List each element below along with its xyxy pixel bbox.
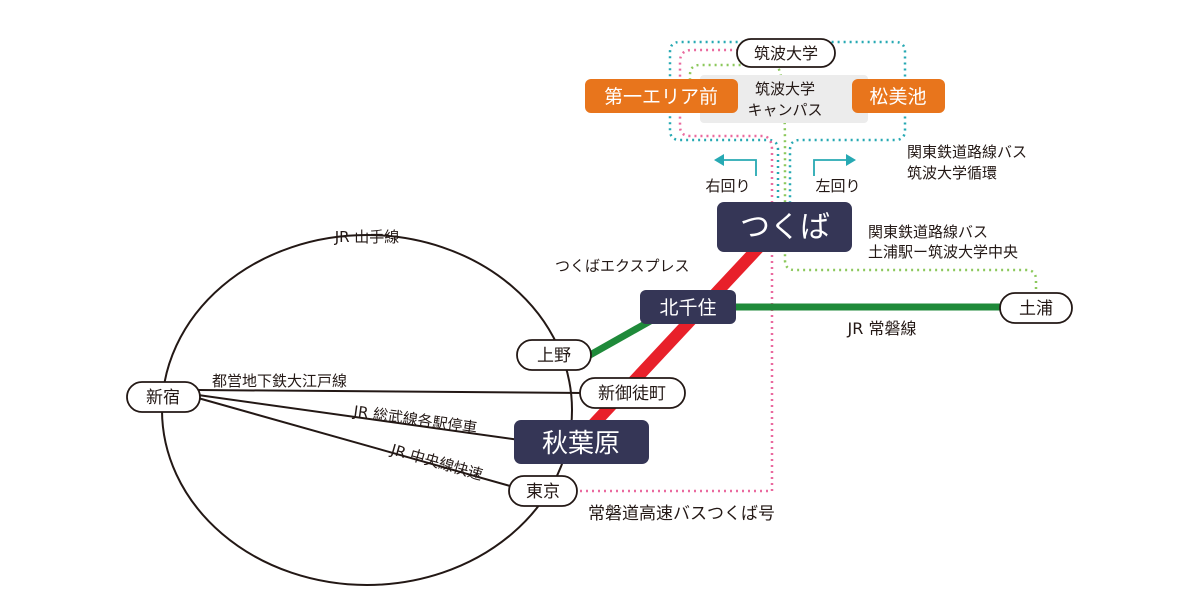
clockwise-arrow-icon: [722, 159, 757, 176]
daiichi-area-mae-label: 第一エリア前: [604, 86, 718, 108]
joban-label: JR 常磐線: [847, 319, 917, 338]
tsuchiura-label: 土浦: [1019, 299, 1053, 319]
campus-label-line2: キャンパス: [747, 101, 822, 119]
tokyo-label: 東京: [526, 482, 560, 502]
station-kitasenju[interactable]: 北千住: [640, 290, 736, 324]
daiichi-area-mae-badge: [585, 79, 738, 113]
loop-bus-label-line1: 関東鉄道路線バス: [907, 143, 1027, 161]
station-tokyo[interactable]: 東京: [508, 475, 578, 507]
loop-bus-label-line2: 筑波大学循環: [907, 164, 997, 182]
chuo-line: [197, 397, 511, 487]
akihabara-label: 秋葉原: [542, 429, 620, 459]
station-akihabara[interactable]: 秋葉原: [514, 420, 649, 464]
tsukuba-daigaku-label: 筑波大学: [754, 44, 818, 63]
campus-area: [700, 75, 868, 123]
matsumiike-badge: [852, 79, 945, 113]
highway-bus-route: [562, 48, 774, 493]
station-shinjuku[interactable]: 新宿: [126, 381, 201, 413]
tsuchiura-pill: [999, 292, 1073, 324]
counterclockwise-label: 左回り: [815, 177, 860, 195]
station-daiichi-area-mae[interactable]: 第一エリア前: [585, 79, 738, 113]
akihabara-badge: [514, 420, 649, 464]
ueno-pill: [516, 339, 592, 371]
tsuchiura-bus-label-line1: 関東鉄道路線バス: [868, 223, 988, 241]
kitasenju-badge: [640, 290, 736, 324]
oedo-line: [197, 389, 586, 394]
tsukuba-daigaku-pill: [736, 38, 836, 68]
tokyo-pill: [508, 475, 578, 507]
clockwise-label: 右回り: [705, 177, 750, 195]
campus-label-line1: 筑波大学: [755, 80, 815, 98]
tsukuba-label: つくば: [740, 210, 830, 245]
station-tsukuba[interactable]: つくば: [717, 202, 852, 252]
tsukuba-badge: [717, 202, 852, 252]
sobu-label: JR 総武線各駅停車: [351, 402, 478, 437]
matsumiike-label: 松美池: [869, 86, 926, 108]
clockwise-arrow-head-icon: [714, 154, 724, 166]
tx-label: つくばエクスプレス: [555, 257, 690, 275]
shinokachimachi-label: 新御徒町: [598, 384, 666, 404]
station-tsukuba-daigaku[interactable]: 筑波大学: [736, 38, 836, 68]
yamanote-label: JR 山手線: [334, 228, 400, 246]
ueno-label: 上野: [537, 346, 571, 366]
tsuchiura-bus-label-line2: 土浦駅ー筑波大学中央: [868, 243, 1018, 261]
station-matsumiike[interactable]: 松美池: [852, 79, 945, 113]
kitasenju-label: 北千住: [659, 297, 716, 319]
oedo-label: 都営地下鉄大江戸線: [212, 372, 347, 390]
shinjuku-pill: [126, 381, 201, 413]
shinjuku-label: 新宿: [146, 388, 180, 408]
counterclockwise-arrow-head-icon: [846, 154, 856, 166]
counterclockwise-arrow-icon: [813, 159, 848, 176]
station-ueno[interactable]: 上野: [516, 339, 592, 371]
station-shinokachimachi[interactable]: 新御徒町: [579, 377, 686, 409]
shinokachimachi-pill: [579, 377, 686, 409]
sobu-line: [197, 394, 521, 441]
highway-bus-label: 常磐道高速バスつくば号: [588, 504, 775, 524]
chuo-label: JR 中央線快速: [388, 440, 485, 484]
station-tsuchiura[interactable]: 土浦: [999, 292, 1073, 324]
loop-bus-route: [668, 40, 907, 210]
